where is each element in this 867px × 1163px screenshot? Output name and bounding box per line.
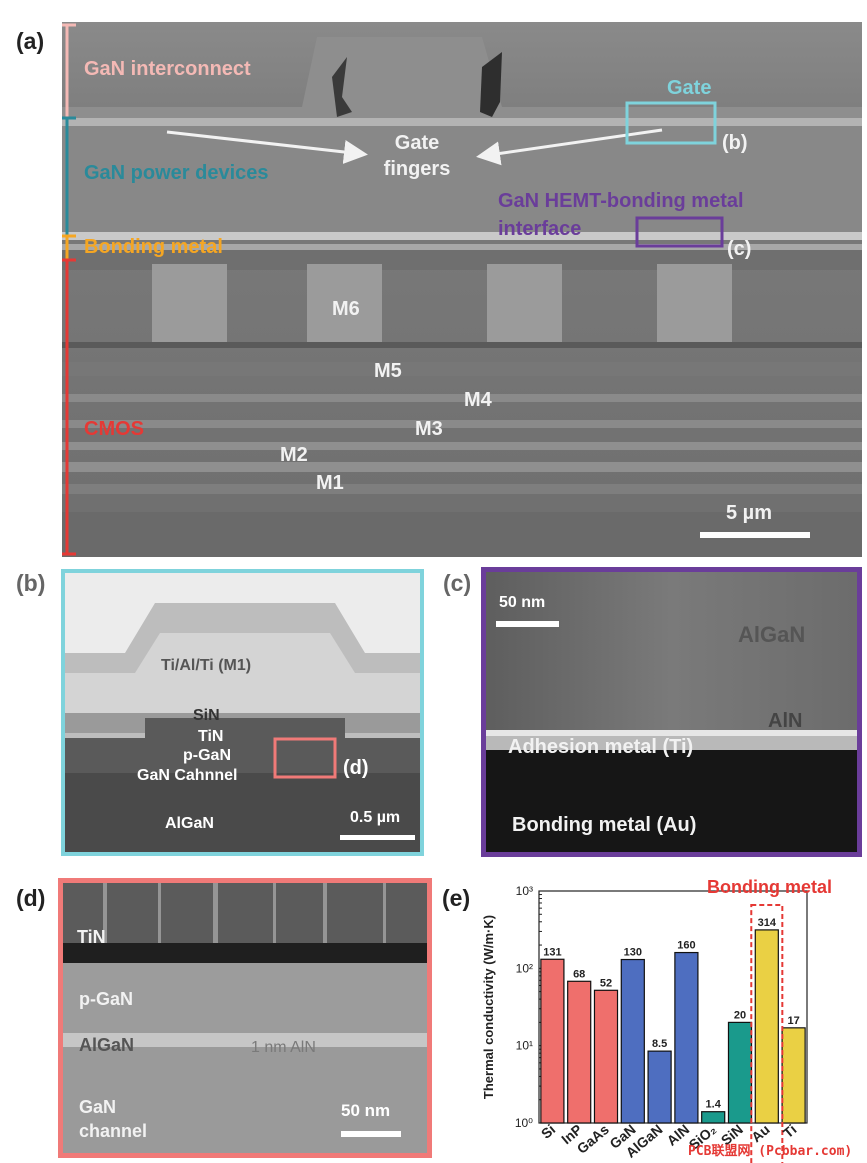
label-cmos: CMOS bbox=[84, 418, 144, 440]
c-label-bonding: Bonding metal (Au) bbox=[512, 814, 697, 836]
chart-axes: 10⁰ 10¹ 10² 10³ Thermal conductivity (W/m·K) bbox=[481, 884, 808, 1130]
label-m4: M4 bbox=[464, 389, 492, 411]
value-label: 17 bbox=[787, 1015, 799, 1027]
label-gan-interconnect: GaN interconnect bbox=[84, 58, 251, 80]
scale-bar-c-line bbox=[496, 621, 559, 627]
scale-bar-c-text: 50 nm bbox=[499, 594, 546, 611]
label-m2: M2 bbox=[280, 444, 308, 466]
bonding-metal-annotation: Bonding metal bbox=[707, 877, 832, 897]
bar-aln bbox=[674, 951, 699, 1124]
label-m6: M6 bbox=[332, 298, 360, 320]
label-interface: GaN HEMT-bonding metal interface bbox=[498, 190, 744, 240]
value-label: 68 bbox=[573, 968, 585, 980]
panel-d-texture bbox=[63, 883, 427, 1153]
interface-box bbox=[635, 216, 724, 248]
label-gate-fingers: Gate fingers bbox=[383, 132, 451, 180]
scale-bar-b-line bbox=[340, 835, 415, 840]
value-label: 160 bbox=[677, 940, 695, 952]
value-label: 8.5 bbox=[652, 1038, 667, 1050]
b-label-tin: TiN bbox=[198, 728, 224, 745]
bar-algan bbox=[647, 1050, 672, 1124]
panel-a-sem-image: GaN interconnect GaN power devices Bondi… bbox=[62, 22, 862, 557]
label-gate: Gate bbox=[667, 77, 712, 99]
watermark: PCB联盟网 (Pcbbar.com) bbox=[688, 1144, 853, 1159]
bonding-metal-highlight-box bbox=[750, 904, 784, 1163]
value-label: 314 bbox=[758, 917, 777, 929]
chart-bars bbox=[540, 929, 806, 1124]
label-m1: M1 bbox=[316, 472, 344, 494]
plot-frame bbox=[538, 890, 808, 1124]
scale-bar-a-text: 5 µm bbox=[726, 502, 772, 524]
scale-bar-a-line bbox=[700, 532, 810, 538]
value-label: 130 bbox=[624, 947, 642, 959]
d-label-tin: TiN bbox=[77, 927, 106, 947]
chart-labels: 131Si68InP52GaAs130GaN8.5AlGaN160AlN1.4S… bbox=[538, 904, 800, 1163]
panel-a-label: (a) bbox=[16, 28, 45, 54]
d-label-algan: AlGaN bbox=[79, 1035, 135, 1055]
y-axis-label: Thermal conductivity (W/m·K) bbox=[481, 915, 496, 1099]
bar-au bbox=[754, 929, 779, 1124]
thermal-conductivity-chart: 10⁰ 10¹ 10² 10³ Thermal conductivity (W/m·K)… bbox=[481, 884, 808, 1163]
bar-ti bbox=[781, 1027, 806, 1124]
category-label: Si bbox=[538, 1121, 558, 1142]
panel-c-texture bbox=[486, 572, 857, 852]
label-gan-power-devices: GaN power devices bbox=[84, 162, 269, 184]
c-label-adhesion: Adhesion metal (Ti) bbox=[508, 736, 694, 758]
gate-box bbox=[625, 101, 717, 145]
panel-b-label: (b) bbox=[16, 570, 46, 596]
ref-b-label: (b) bbox=[722, 132, 748, 154]
value-label: 52 bbox=[600, 977, 612, 989]
y-tick-label: 10¹ bbox=[516, 1039, 533, 1053]
panel-c-tem-image: 50 nm AlGaN AlN Adhesion metal (Ti) Bond… bbox=[481, 567, 862, 857]
panel-b-d-box bbox=[273, 737, 337, 779]
y-tick-label: 10² bbox=[516, 961, 533, 975]
d-label-channel: GaN channel bbox=[79, 1097, 148, 1141]
label-m5: M5 bbox=[374, 360, 402, 382]
value-label: 20 bbox=[734, 1009, 746, 1021]
bar-sio₂ bbox=[701, 1111, 726, 1124]
panel-b-texture bbox=[65, 573, 420, 852]
d-label-pgan: p-GaN bbox=[79, 989, 133, 1009]
panel-a-sem-texture bbox=[62, 22, 862, 557]
value-label: 131 bbox=[543, 946, 561, 958]
panel-e-label: (e) bbox=[442, 885, 471, 911]
value-label: 1.4 bbox=[706, 1099, 722, 1111]
panel-d-tem-image: TiN p-GaN AlGaN 1 nm AlN GaN channel 50 … bbox=[58, 878, 432, 1158]
y-tick-label: 10⁰ bbox=[515, 1116, 533, 1130]
label-m3: M3 bbox=[415, 418, 443, 440]
c-label-algan: AlGaN bbox=[738, 622, 806, 647]
panel-b-tem-image: Ti/Al/Ti (M1) SiN TiN p-GaN GaN Cahnnel … bbox=[61, 569, 424, 856]
panel-d-label: (d) bbox=[16, 885, 46, 911]
c-label-aln: AlN bbox=[768, 710, 803, 732]
d-label-aln: 1 nm AlN bbox=[251, 1039, 316, 1056]
bar-gaas bbox=[593, 989, 619, 1124]
y-tick-label: 10³ bbox=[516, 884, 533, 898]
b-label-sin: SiN bbox=[193, 707, 220, 724]
bar-gan bbox=[620, 958, 645, 1124]
scale-bar-d-line bbox=[341, 1131, 401, 1137]
b-label-algan: AlGaN bbox=[165, 815, 214, 832]
b-label-channel: GaN Cahnnel bbox=[137, 767, 238, 784]
gate-finger-arrows bbox=[166, 101, 724, 248]
b-label-pgan: p-GaN bbox=[183, 747, 231, 764]
b-ref-d: (d) bbox=[343, 757, 369, 779]
scale-bar-d-text: 50 nm bbox=[341, 1101, 391, 1120]
b-label-m1: Ti/Al/Ti (M1) bbox=[161, 657, 252, 674]
panel-c-label: (c) bbox=[443, 570, 472, 596]
bar-si bbox=[540, 958, 565, 1124]
bar-sin bbox=[727, 1021, 753, 1124]
scale-bar-b-text: 0.5 µm bbox=[350, 809, 401, 826]
bar-inp bbox=[567, 980, 592, 1124]
layer-scale-bar bbox=[62, 23, 76, 556]
ref-c-label: (c) bbox=[727, 238, 752, 260]
label-bonding-metal: Bonding metal bbox=[84, 236, 223, 258]
